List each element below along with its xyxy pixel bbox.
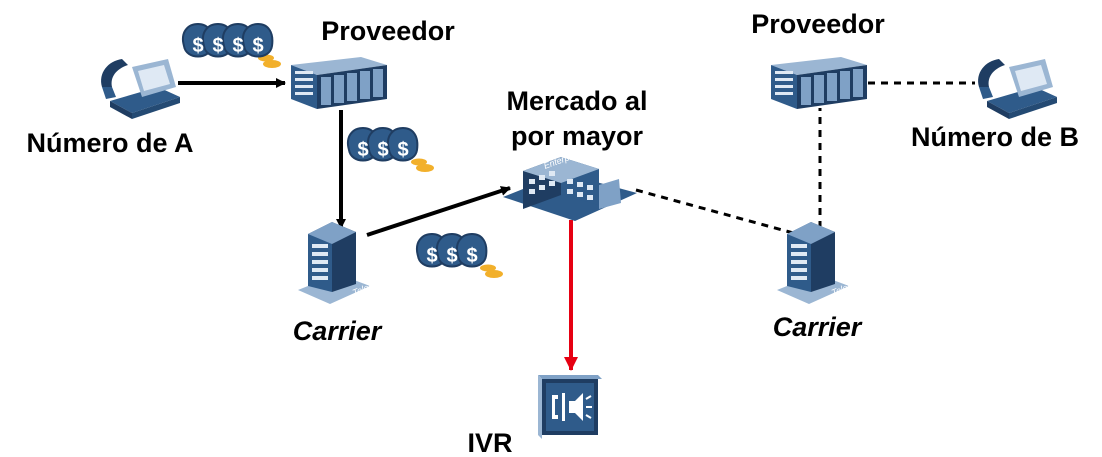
money-bags-icon: $ $ $: [416, 232, 503, 278]
connections: [178, 78, 975, 371]
money-bags-icon: $ $ $: [347, 126, 434, 172]
provider-right-label: Proveedor: [751, 9, 885, 39]
money-bags-icon: $ $ $ $: [182, 22, 281, 68]
carrier-left-label: Carrier: [293, 316, 383, 346]
ivr-label: IVR: [467, 428, 512, 457]
svg-text:$: $: [192, 35, 203, 57]
wholesale-market-label-line2: por mayor: [511, 121, 644, 151]
server-icon: [771, 57, 867, 109]
svg-text:$: $: [232, 35, 243, 57]
number-b-label: Número de B: [911, 122, 1079, 152]
telecom-tag: Telecom: [351, 276, 386, 298]
svg-text:$: $: [212, 35, 223, 57]
telecom-building-icon: Telecom: [298, 222, 386, 304]
telecom-tag: Telecom: [830, 276, 865, 298]
wholesale-market-label-line1: Mercado al: [506, 86, 647, 116]
telecom-building-icon: Telecom: [777, 222, 865, 304]
svg-text:$: $: [357, 139, 368, 161]
svg-text:$: $: [377, 139, 388, 161]
ivr-icon: [538, 375, 602, 439]
svg-text:$: $: [397, 139, 408, 161]
phone-icon: [978, 59, 1057, 119]
svg-text:$: $: [446, 245, 457, 267]
svg-text:$: $: [252, 35, 263, 57]
carrier-right-label: Carrier: [773, 312, 863, 342]
server-icon: [291, 57, 387, 109]
phone-icon: [101, 59, 180, 119]
arrow-carrier-to-market: [366, 186, 511, 237]
number-a-label: Número de A: [26, 128, 193, 158]
provider-left-label: Proveedor: [321, 16, 455, 46]
enterprise-building-icon: Enterprise: [503, 147, 637, 221]
svg-text:$: $: [426, 245, 437, 267]
dashed-market-to-carrier-b: [635, 188, 798, 236]
svg-text:$: $: [466, 245, 477, 267]
